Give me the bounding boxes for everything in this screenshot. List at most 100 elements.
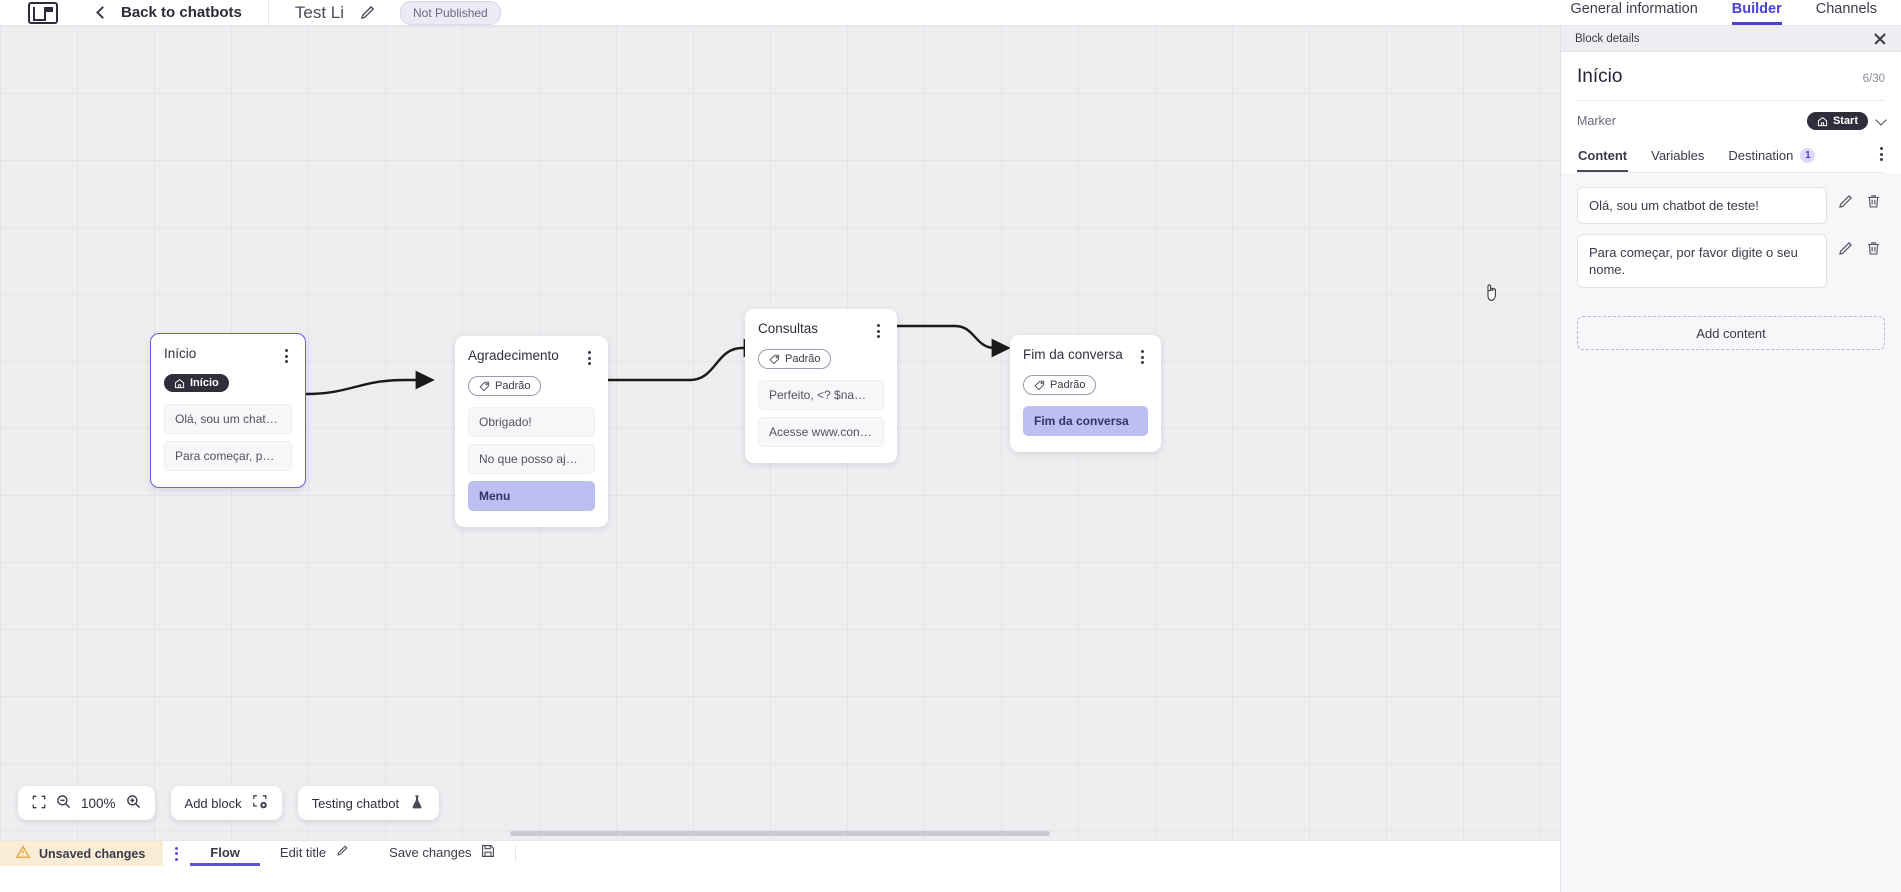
tag-icon bbox=[479, 381, 490, 391]
publish-status-badge: Not Published bbox=[400, 0, 501, 25]
testing-chatbot-button[interactable]: Testing chatbot bbox=[297, 786, 440, 820]
pencil-icon bbox=[335, 844, 349, 861]
flow-block-fim-da-conversa[interactable]: Fim da conversa Padrão Fim da conversa bbox=[1010, 335, 1161, 452]
tag-icon bbox=[769, 354, 780, 364]
block-title: Consultas bbox=[758, 321, 819, 336]
flow-block-inicio[interactable]: Início Início Olá, sou um chatbot de tes… bbox=[150, 333, 306, 488]
block-tag-label: Padrão bbox=[785, 353, 821, 365]
fit-to-screen-icon[interactable] bbox=[32, 795, 46, 812]
kebab-menu-icon[interactable] bbox=[163, 841, 190, 866]
zoom-controls[interactable]: 100% bbox=[18, 786, 155, 820]
flow-label: Flow bbox=[210, 844, 240, 860]
top-tabs: General information Builder Channels bbox=[1570, 0, 1877, 25]
save-changes-button[interactable]: Save changes bbox=[369, 841, 514, 866]
flask-icon bbox=[409, 794, 425, 813]
block-content-item[interactable]: Perfeito, <? $name ?>! bbox=[758, 379, 884, 410]
block-tag-row: Padrão bbox=[455, 368, 608, 407]
message-text[interactable]: Para começar, por favor digite o seu nom… bbox=[1577, 234, 1827, 288]
kebab-menu-icon[interactable] bbox=[281, 346, 292, 366]
trash-icon[interactable] bbox=[1865, 193, 1885, 213]
top-bar: Back to chatbots Test Li Not Published G… bbox=[0, 0, 1901, 26]
flow-connectors bbox=[305, 324, 1011, 396]
block-header: Agradecimento bbox=[455, 336, 608, 368]
tab-variables[interactable]: Variables bbox=[1650, 142, 1705, 172]
block-header: Consultas bbox=[745, 309, 897, 341]
floppy-disk-icon bbox=[481, 844, 495, 861]
tag-icon bbox=[1034, 380, 1045, 390]
block-content-item[interactable]: No que posso ajudar, <? $name ... bbox=[468, 443, 595, 474]
block-content-item-menu[interactable]: Fim da conversa bbox=[1023, 405, 1148, 436]
block-content-item[interactable]: Olá, sou um chatbot de teste! bbox=[164, 403, 292, 434]
panel-title-row: Início 6/30 bbox=[1577, 52, 1885, 101]
block-title: Início bbox=[164, 346, 197, 361]
unsaved-changes-label: Unsaved changes bbox=[39, 846, 146, 861]
trash-icon[interactable] bbox=[1865, 240, 1885, 260]
panel-bar-title: Block details bbox=[1575, 32, 1640, 45]
marker-select[interactable]: Start bbox=[1806, 112, 1887, 130]
block-content-item-menu[interactable]: Menu bbox=[468, 480, 595, 511]
kebab-menu-icon[interactable] bbox=[1878, 147, 1885, 167]
pencil-icon[interactable] bbox=[1836, 240, 1856, 260]
content-message-row: Olá, sou um chatbot de teste! bbox=[1577, 187, 1885, 224]
marker-value: Start bbox=[1832, 115, 1858, 127]
zoom-out-icon[interactable] bbox=[56, 794, 71, 812]
block-tag-default: Padrão bbox=[1023, 375, 1097, 395]
chatbot-title: Test Li bbox=[294, 2, 344, 22]
add-block-icon bbox=[252, 794, 268, 813]
marker-badge: Start bbox=[1806, 112, 1868, 130]
tab-variables-label: Variables bbox=[1651, 148, 1705, 163]
block-tag-start: Início bbox=[164, 374, 229, 392]
mouse-cursor-pointer bbox=[1484, 282, 1500, 302]
tab-content[interactable]: Content bbox=[1577, 142, 1629, 172]
block-tag-label: Padrão bbox=[1050, 379, 1086, 391]
pencil-icon[interactable] bbox=[358, 4, 376, 22]
status-bar: Unsaved changes Flow Edit title Save cha… bbox=[0, 840, 1560, 866]
flow-canvas[interactable]: Início Início Olá, sou um chatbot de tes… bbox=[0, 26, 1560, 866]
home-icon bbox=[174, 378, 185, 388]
flow-block-agradecimento[interactable]: Agradecimento Padrão Obrigado! No que po… bbox=[455, 336, 608, 527]
block-header: Início bbox=[151, 334, 305, 366]
message-text[interactable]: Olá, sou um chatbot de teste! bbox=[1577, 187, 1827, 224]
back-to-chatbots-button[interactable]: Back to chatbots bbox=[96, 0, 269, 25]
add-block-label: Add block bbox=[184, 795, 242, 811]
chevron-down-icon bbox=[1875, 113, 1887, 126]
block-tag-label: Início bbox=[190, 377, 219, 389]
zoom-in-icon[interactable] bbox=[126, 794, 141, 812]
canvas-horizontal-scrollbar[interactable] bbox=[510, 831, 1050, 836]
tab-destination[interactable]: Destination 1 bbox=[1727, 142, 1816, 172]
edit-title-label: Edit title bbox=[279, 844, 327, 860]
add-content-button[interactable]: Add content bbox=[1577, 316, 1885, 350]
block-tag-row: Padrão bbox=[1010, 367, 1161, 406]
block-tag-row: Padrão bbox=[745, 341, 897, 380]
chevron-left-icon bbox=[96, 6, 109, 19]
block-content-item[interactable]: Obrigado! bbox=[468, 406, 595, 437]
testing-chatbot-label: Testing chatbot bbox=[311, 795, 400, 811]
zoom-level: 100% bbox=[81, 795, 116, 811]
destination-count-badge: 1 bbox=[1800, 148, 1816, 163]
tab-channels[interactable]: Channels bbox=[1815, 1, 1877, 17]
tab-builder[interactable]: Builder bbox=[1731, 1, 1782, 25]
tab-general-information[interactable]: General information bbox=[1570, 1, 1698, 17]
flow-block-consultas[interactable]: Consultas Padrão Perfeito, <? $name ?>! … bbox=[745, 309, 897, 463]
edit-title-button[interactable]: Edit title bbox=[260, 841, 369, 866]
block-details-panel: Block details Início 6/30 Marker Start bbox=[1560, 26, 1901, 892]
panel-header: Block details bbox=[1561, 26, 1901, 52]
kebab-menu-icon[interactable] bbox=[1137, 347, 1148, 367]
back-to-chatbots-label: Back to chatbots bbox=[121, 4, 242, 21]
panel-body: Início 6/30 Marker Start Conten bbox=[1561, 52, 1901, 173]
kebab-menu-icon[interactable] bbox=[873, 321, 884, 341]
unsaved-changes-indicator: Unsaved changes bbox=[0, 841, 164, 866]
pencil-icon[interactable] bbox=[1836, 193, 1856, 213]
block-content-item[interactable]: Acesse www.consultas.com par... bbox=[758, 416, 884, 447]
block-content-item[interactable]: Para começar, por favor digite o ... bbox=[164, 440, 292, 471]
block-tag-default: Padrão bbox=[468, 376, 542, 396]
status-tab-flow[interactable]: Flow bbox=[190, 841, 260, 866]
kebab-menu-icon[interactable] bbox=[584, 348, 595, 368]
save-changes-label: Save changes bbox=[389, 844, 472, 860]
block-title: Agradecimento bbox=[468, 348, 559, 363]
app-logo-icon bbox=[28, 1, 58, 24]
block-tag-label: Padrão bbox=[495, 380, 531, 392]
character-count: 6/30 bbox=[1862, 73, 1885, 85]
add-block-button[interactable]: Add block bbox=[170, 786, 282, 820]
close-icon[interactable] bbox=[1873, 32, 1887, 46]
